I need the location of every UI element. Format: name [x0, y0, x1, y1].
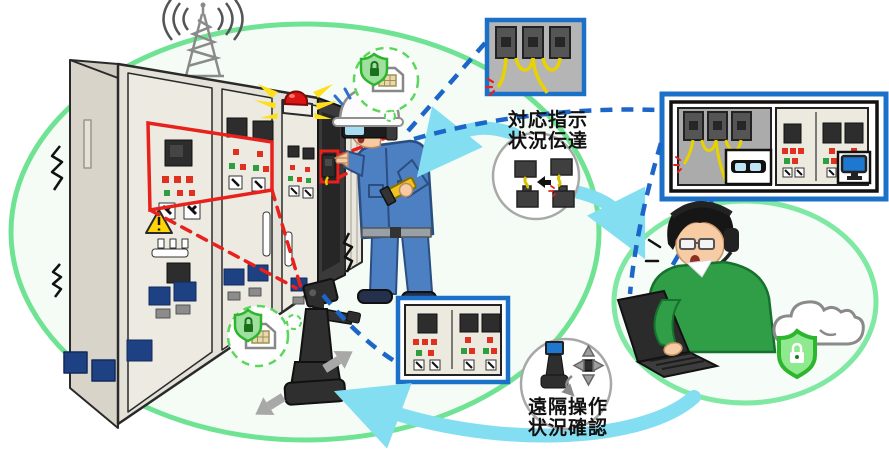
security-shield-lock-icon [359, 52, 389, 87]
remote-label: 遠隔操作 状況確認 [520, 397, 616, 439]
flow-arrows [333, 106, 701, 449]
left-arrow-glyph [537, 176, 551, 188]
arrow-remote-control-to-robot [333, 383, 701, 449]
communication-label-line2: 状況伝達 [507, 131, 588, 152]
communication-label: 対応指示 状況伝達 [500, 110, 596, 152]
breaker-component [321, 154, 336, 186]
alarm-beacon-icon [254, 84, 338, 119]
inset-wiring-closeup [484, 17, 587, 97]
ar-glasses-icon [724, 148, 773, 186]
link-glasses-to-frame [413, 107, 659, 142]
remote-label-line2: 状況確認 [527, 418, 608, 439]
security-shield-lock-icon [233, 308, 263, 343]
sim-bubble-worker [352, 46, 420, 122]
remote-operator [616, 201, 777, 379]
warning-triangle-icon [145, 209, 173, 234]
surprise-marks [333, 87, 352, 106]
sim-bubble-robot [226, 304, 302, 368]
motion-arrows [255, 350, 353, 416]
remote-label-line1: 遠隔操作 [527, 397, 608, 418]
arrow-instruction-to-worker [416, 106, 521, 178]
monitor-icon [836, 150, 872, 185]
secure-cloud [772, 300, 865, 380]
robot-camera-icon [540, 341, 569, 389]
remote-operation-bubble [519, 337, 613, 431]
security-shield-lock-icon [777, 328, 817, 380]
arrow-status-to-operator [570, 185, 646, 260]
dpad-icon [572, 344, 605, 387]
link-robot-to-panel-inset [321, 293, 398, 364]
field-worker [332, 86, 437, 306]
spark-marks [484, 77, 496, 97]
communication-label-line1: 対応指示 [507, 110, 588, 131]
radio-wave-icon [162, 0, 244, 41]
instruction-bubble [491, 131, 581, 221]
inset-panel-view [395, 295, 511, 385]
glasses-icon [679, 238, 715, 250]
shared-view-frame [659, 91, 889, 202]
cell-tower-icon [162, 0, 244, 78]
speech-marks [644, 238, 662, 263]
flash-rays [254, 84, 338, 119]
